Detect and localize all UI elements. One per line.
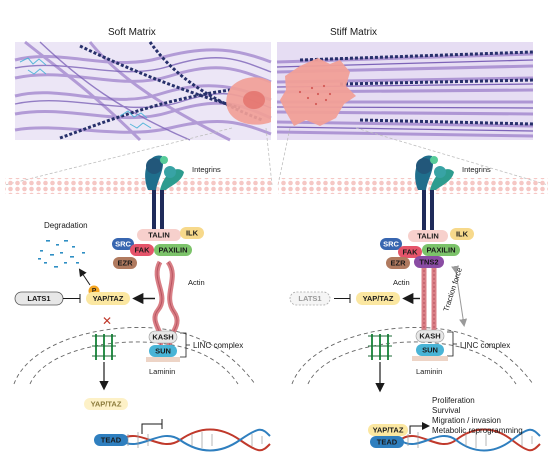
lats1-inhibit-left <box>63 294 81 303</box>
integrins-label-left: Integrins <box>192 165 221 174</box>
src-pill-right: SRC <box>380 238 402 250</box>
svg-text:LATS1: LATS1 <box>27 294 50 303</box>
tead-pill-right: TEAD <box>370 436 404 448</box>
paxilin-pill-left: PAXILIN <box>154 244 192 256</box>
svg-text:YAP/TAZ: YAP/TAZ <box>93 294 124 303</box>
traction-force-arrow <box>451 265 468 327</box>
blocked-x-icon: ✕ <box>102 314 112 328</box>
svg-text:YAP/TAZ: YAP/TAZ <box>363 294 394 303</box>
laminin-label-right: Laminin <box>416 367 442 376</box>
ezr-pill-left: EZR <box>113 257 137 269</box>
svg-text:SUN: SUN <box>155 347 171 356</box>
nuclear-pore-right <box>368 334 392 360</box>
linc-label-left: LINC complex <box>193 341 243 350</box>
actin-label-left: Actin <box>188 278 205 287</box>
transcription-arrow-right <box>409 422 430 434</box>
nuclear-envelope-outer-right <box>291 327 534 385</box>
lats1-pill-left: LATS1 <box>14 291 64 306</box>
svg-text:SRC: SRC <box>115 240 131 249</box>
svg-text:LATS1: LATS1 <box>298 294 321 303</box>
stiff-matrix-image <box>276 42 534 140</box>
svg-text:ILK: ILK <box>456 230 469 239</box>
laminin-bar-left <box>146 357 180 362</box>
soft-matrix-image <box>14 40 272 142</box>
svg-text:TEAD: TEAD <box>377 438 398 447</box>
outcome-survival: Survival <box>432 406 461 415</box>
outcomes-list: Proliferation Survival Migration / invas… <box>432 396 523 435</box>
nuclear-envelope-outer-left <box>13 327 256 385</box>
soft-matrix-title: Soft Matrix <box>108 27 156 38</box>
yap-taz-nuclear-right: YAP/TAZ <box>368 424 408 436</box>
svg-text:KASH: KASH <box>152 333 173 342</box>
lats1-inhibit-right <box>334 294 351 303</box>
talin-pill-right: TALIN <box>408 230 448 242</box>
tns2-pill-right: TNS2 <box>414 256 444 268</box>
yap-taz-nuclear-left: YAP/TAZ <box>84 398 128 410</box>
cell-membrane-left <box>5 178 272 194</box>
svg-text:YAP/TAZ: YAP/TAZ <box>91 400 122 409</box>
svg-text:EZR: EZR <box>391 259 407 268</box>
fak-pill-left: FAK <box>130 244 154 256</box>
svg-text:TALIN: TALIN <box>148 231 170 240</box>
fak-pill-right: FAK <box>398 246 422 258</box>
svg-text:FAK: FAK <box>403 248 419 257</box>
svg-text:PAXILIN: PAXILIN <box>426 246 455 255</box>
svg-text:EZR: EZR <box>118 259 134 268</box>
sun-pill-left: SUN <box>149 345 177 357</box>
degradation-label: Degradation <box>44 221 88 230</box>
svg-text:ILK: ILK <box>186 229 199 238</box>
ilk-pill-right: ILK <box>450 228 474 240</box>
talin-pill-left: TALIN <box>137 229 181 241</box>
zoom-lines <box>4 127 549 186</box>
ilk-pill-left: ILK <box>180 227 204 239</box>
svg-text:SUN: SUN <box>422 346 438 355</box>
laminin-bar-right <box>412 356 448 361</box>
svg-text:SRC: SRC <box>383 240 399 249</box>
integrin-right <box>415 155 454 232</box>
nuclear-envelope-inner-right <box>307 341 517 385</box>
svg-text:KASH: KASH <box>419 332 440 341</box>
svg-text:YAP/TAZ: YAP/TAZ <box>373 426 404 435</box>
svg-text:TALIN: TALIN <box>417 232 439 241</box>
svg-text:PAXILIN: PAXILIN <box>158 246 187 255</box>
actin-right <box>421 266 437 330</box>
phospho-label: P <box>92 288 97 295</box>
lats1-pill-right: LATS1 <box>289 291 331 306</box>
tead-pill-left: TEAD <box>94 434 128 446</box>
laminin-label-left: Laminin <box>149 367 175 376</box>
src-pill-left: SRC <box>112 238 134 250</box>
dna-helix-right <box>399 428 541 452</box>
svg-text:TNS2: TNS2 <box>419 258 438 267</box>
linc-label-right: LINC complex <box>460 341 510 350</box>
cell-membrane-right <box>278 178 548 194</box>
nuclear-pore-left <box>92 334 116 360</box>
integrin-left <box>145 155 184 230</box>
yap-taz-pill-left: YAP/TAZ <box>86 292 130 305</box>
outcome-migration: Migration / invasion <box>432 416 501 425</box>
degradation-fragments <box>38 240 85 268</box>
outcome-proliferation: Proliferation <box>432 396 475 405</box>
to-degradation-arrow <box>78 268 91 286</box>
yap-taz-pill-right: YAP/TAZ <box>356 292 400 305</box>
actin-right-detail <box>423 266 435 330</box>
svg-text:TEAD: TEAD <box>101 436 122 445</box>
outcome-metabolic: Metabolic reprogramming <box>432 426 523 435</box>
svg-text:FAK: FAK <box>135 246 151 255</box>
ezr-pill-right: EZR <box>386 257 410 269</box>
paxilin-pill-right: PAXILIN <box>422 244 460 256</box>
kash-pill-right: KASH <box>415 329 445 343</box>
linc-bracket-right <box>447 331 457 357</box>
kash-pill-left: KASH <box>148 330 178 344</box>
linc-bracket-left <box>180 332 190 358</box>
actin-label-right: Actin <box>393 278 410 287</box>
sun-pill-right: SUN <box>416 344 444 356</box>
stiff-matrix-title: Stiff Matrix <box>330 27 377 38</box>
integrins-label-right: Integrins <box>462 165 491 174</box>
transcription-inhibit-left <box>141 419 163 434</box>
